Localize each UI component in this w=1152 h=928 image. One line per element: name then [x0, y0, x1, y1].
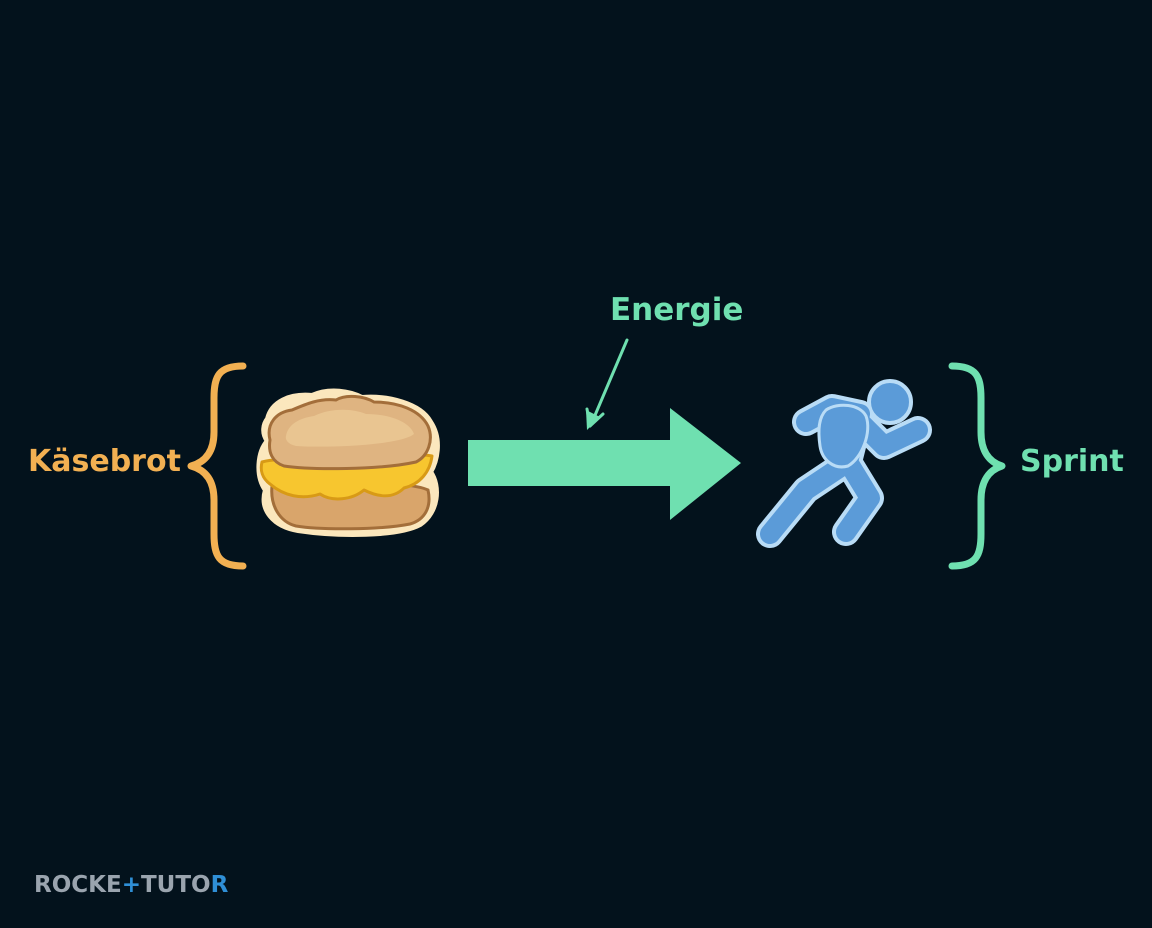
- energy-label: Energie: [610, 292, 744, 328]
- sandwich-icon: [256, 388, 440, 537]
- logo-text-part1: ROCKE: [34, 872, 122, 898]
- activity-label: Sprint: [1020, 444, 1124, 479]
- logo-plus: +: [121, 872, 141, 898]
- energy-pointer-arrow: [585, 338, 629, 430]
- right-brace: [948, 362, 1006, 570]
- energy-arrow: [468, 408, 741, 520]
- running-person-icon: [756, 379, 932, 548]
- left-brace: [187, 362, 247, 570]
- logo-text-part2: TUTO: [140, 872, 211, 898]
- logo-text-part3: R: [210, 872, 229, 898]
- food-label: Käsebrot: [28, 444, 181, 479]
